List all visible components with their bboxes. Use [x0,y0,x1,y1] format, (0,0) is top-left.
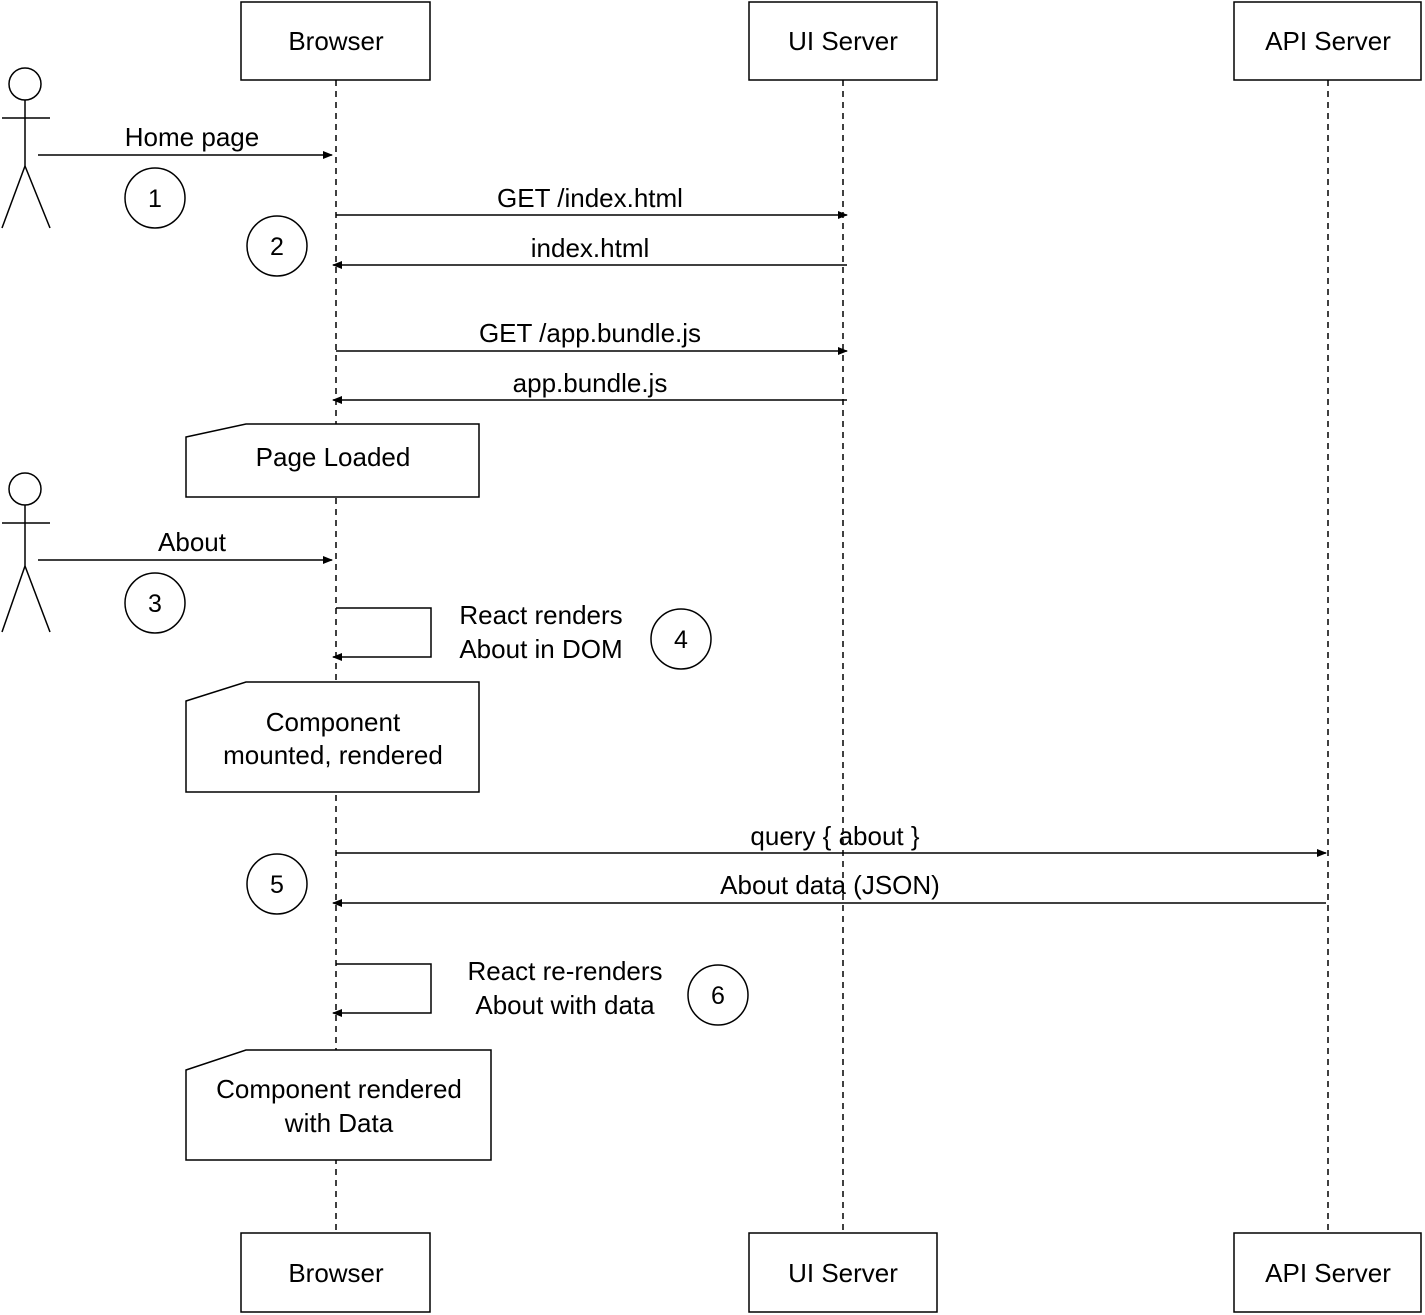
participant-label: API Server [1265,26,1391,56]
participant-label: API Server [1265,1258,1391,1288]
self-call-label: About with data [475,990,655,1020]
note-label: with Data [284,1108,394,1138]
participant-ui-server-bottom: UI Server [748,1232,938,1313]
participant-label: UI Server [788,26,898,56]
message-about-data: About data (JSON) [332,870,1326,907]
step-badge-2: 2 [246,215,308,277]
user-actor-icon [1,67,51,229]
self-call-react-renders: React renders About in DOM [332,600,623,664]
message-label: index.html [531,233,650,263]
note-component-mounted: Component mounted, rendered [185,681,480,793]
message-home-page: Home page [38,122,333,159]
step-number: 3 [148,590,162,618]
step-badge-4: 4 [650,608,712,670]
note-label: Component rendered [216,1074,462,1104]
note-label: Component [266,707,401,737]
participant-api-server-bottom: API Server [1233,1232,1422,1313]
message-about: About [38,527,333,564]
step-badge-6: 6 [687,964,749,1026]
note-label: mounted, rendered [223,740,443,770]
participant-label: Browser [288,26,384,56]
self-call-react-rerenders: React re-renders About with data [332,956,663,1020]
message-label: About [158,527,227,557]
message-index-html: index.html [332,233,847,269]
step-badge-1: 1 [124,167,186,229]
participant-api-server-top: API Server [1233,1,1422,81]
step-number: 4 [674,626,688,654]
message-get-index: GET /index.html [336,183,848,219]
message-label: Home page [125,122,259,152]
participant-browser-top: Browser [240,1,431,81]
message-label: GET /app.bundle.js [479,318,701,348]
participant-label: Browser [288,1258,384,1288]
message-label: app.bundle.js [513,368,668,398]
step-badge-5: 5 [246,853,308,915]
self-call-label: About in DOM [459,634,622,664]
step-number: 6 [711,982,725,1010]
message-label: About data (JSON) [720,870,940,900]
message-bundle: app.bundle.js [332,368,847,404]
participant-label: UI Server [788,1258,898,1288]
user-actor-icon [1,472,51,633]
participant-ui-server-top: UI Server [748,1,938,81]
step-number: 1 [148,185,162,213]
message-label: GET /index.html [497,183,683,213]
message-get-bundle: GET /app.bundle.js [336,318,848,355]
step-number: 2 [270,233,284,261]
self-call-label: React renders [459,600,622,630]
step-number: 5 [270,871,284,899]
message-label: query { about } [750,821,919,851]
message-query-about: query { about } [336,821,1327,857]
participant-browser-bottom: Browser [240,1232,431,1313]
self-call-label: React re-renders [467,956,662,986]
note-component-rendered: Component rendered with Data [185,1049,492,1161]
note-label: Page Loaded [256,442,411,472]
step-badge-3: 3 [124,572,186,634]
note-page-loaded: Page Loaded [185,423,480,498]
